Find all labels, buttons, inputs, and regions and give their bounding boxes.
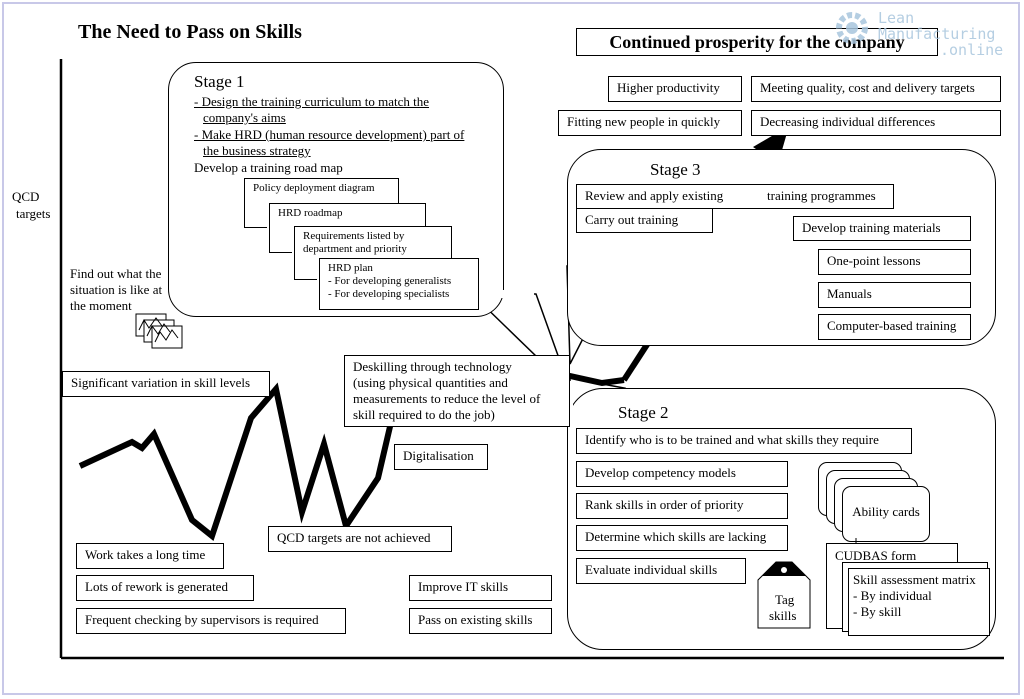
problem-variation: Significant variation in skill levels [62, 371, 270, 397]
deskilling-line1: Deskilling through technology [353, 359, 512, 374]
stage2-identify: Identify who is to be trained and what s… [576, 428, 912, 454]
deskilling-line2: (using physical quantities and [353, 375, 508, 390]
deskilling-box: Deskilling through technology (using phy… [344, 355, 570, 427]
pass-on-skills-box: Pass on existing skills [409, 608, 552, 634]
skill-matrix-sheet: Skill assessment matrix - By individual … [848, 568, 990, 636]
watermark-line3: .online [940, 41, 1004, 59]
situation-line2: situation is like at [70, 282, 163, 297]
stage1-roadmap: Develop a training road map [194, 160, 343, 175]
tag-label-line1: Tag [775, 592, 795, 607]
improve-it-skills-box: Improve IT skills [409, 575, 552, 601]
problem-rework: Lots of rework is generated [76, 575, 254, 601]
gear-icon [836, 12, 868, 44]
problem-checking: Frequent checking by supervisors is requ… [76, 608, 346, 634]
doc-hrd-plan-line3: - For developing specialists [328, 288, 450, 300]
stage1-item-1-cont: company's aims [203, 110, 286, 125]
material-one-point-lessons: One-point lessons [818, 249, 971, 275]
outcome-meeting-targets: Meeting quality, cost and delivery targe… [751, 76, 1001, 102]
skill-matrix-line2: - By individual [853, 588, 932, 603]
y-axis-label-line1: QCD [12, 189, 40, 204]
skill-matrix-line3: - By skill [853, 604, 902, 619]
material-manuals: Manuals [818, 282, 971, 308]
stage3-title: Stage 3 [650, 160, 701, 179]
situation-text: Find out what the situation is like at t… [70, 266, 174, 314]
tag-icon [757, 561, 811, 629]
digitalisation-box: Digitalisation [394, 444, 488, 470]
stage3-develop-materials: Develop training materials [793, 216, 971, 241]
watermark-line2: Manufacturing [878, 25, 996, 43]
deskilling-line3: measurements to reduce the level of [353, 391, 541, 406]
stage2-title: Stage 2 [618, 403, 669, 422]
problem-long-time-text: Work takes a long time [85, 547, 206, 562]
ability-cards-label: Ability cards [852, 504, 920, 519]
deskilling-line4: skill required to do the job) [353, 407, 495, 422]
doc-hrd-plan: HRD plan - For developing generalists - … [319, 258, 479, 310]
stage3-tail-joint [570, 262, 618, 270]
doc-hrd-plan-line1: HRD plan [328, 262, 373, 274]
goal-box: Continued prosperity for the company [576, 28, 938, 56]
stage3-review-b: training programmes [767, 188, 876, 203]
diagram-title: The Need to Pass on Skills [78, 21, 302, 43]
doc-requirements-line2: department and priority [303, 243, 407, 255]
outcome-decreasing-differences: Decreasing individual differences [751, 110, 1001, 136]
stage3-review-box: Review and apply existing training progr… [576, 184, 894, 209]
goal-text: Continued prosperity for the company [609, 32, 905, 52]
situation-line1: Find out what the [70, 266, 162, 281]
doc-requirements-line1: Requirements listed by [303, 230, 405, 242]
situation-line3: the moment [70, 298, 132, 313]
watermark: Lean Manufacturing .online [830, 6, 1024, 70]
doc-hrd-roadmap-label: HRD roadmap [278, 207, 343, 219]
ability-card-front: Ability cards [842, 486, 930, 542]
stage2-rank: Rank skills in order of priority [576, 493, 788, 519]
watermark-line1: Lean [878, 9, 915, 27]
tag-label-line2: skills [769, 608, 797, 623]
y-axis-label-line2: targets [16, 206, 51, 221]
doc-policy-deployment-label: Policy deployment diagram [253, 182, 375, 194]
problem-qcd-not-achieved: QCD targets are not achieved [268, 526, 452, 552]
stage2-competency: Develop competency models [576, 461, 788, 487]
stage3-review-a: Review and apply existing [585, 188, 724, 203]
stage3-bubble [567, 149, 996, 346]
skill-matrix-line1: Skill assessment matrix [853, 572, 976, 587]
doc-hrd-plan-line2: - For developing generalists [328, 275, 452, 287]
stage1-item-1: - Design the training curriculum to matc… [194, 94, 430, 109]
cudbas-label: CUDBAS form [835, 548, 917, 563]
stage2-determine: Determine which skills are lacking [576, 525, 788, 551]
outcome-higher-productivity: Higher productivity [608, 76, 742, 102]
stage1-item-2-cont: the business strategy [203, 143, 311, 158]
stage1-title: Stage 1 [194, 72, 245, 91]
charts-icon [135, 313, 183, 349]
outcome-fitting-new-people: Fitting new people in quickly [558, 110, 742, 136]
stage1-tail-joint [474, 290, 534, 298]
stage1-item-2: - Make HRD (human resource development) … [194, 127, 465, 142]
material-computer-based: Computer-based training [818, 314, 971, 340]
stage3-carry-out: Carry out training [576, 208, 713, 233]
problem-long-time: Work takes a long time [76, 543, 224, 569]
stage2-evaluate: Evaluate individual skills [576, 558, 746, 584]
